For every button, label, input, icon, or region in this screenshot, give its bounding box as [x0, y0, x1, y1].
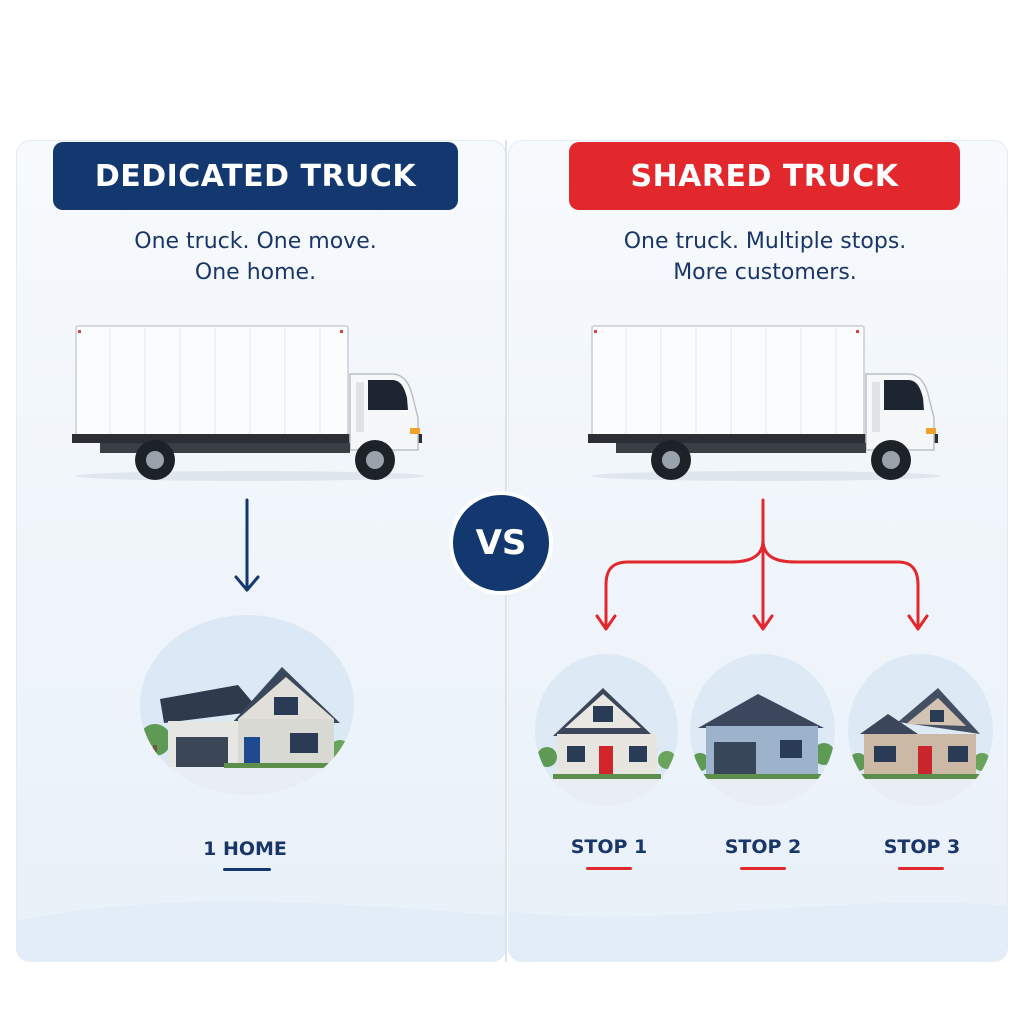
dedicated-subtitle: One truck. One move. One home. — [53, 226, 458, 288]
vs-badge: VS — [453, 495, 549, 591]
shared-panel — [508, 140, 1008, 962]
wave-decoration — [17, 901, 505, 961]
stop-3-underline — [898, 867, 944, 870]
stop-2-underline — [740, 867, 786, 870]
house-icon — [848, 654, 993, 806]
shared-truck-title: SHARED TRUCK — [569, 142, 960, 210]
stop-2-label: STOP 2 — [724, 836, 802, 858]
stop-1-label: STOP 1 — [570, 836, 648, 858]
stop-1-underline — [586, 867, 632, 870]
dedicated-subtitle-line2: One home. — [194, 260, 317, 285]
shared-subtitle-line2: More customers. — [673, 260, 857, 285]
house-icon — [535, 654, 678, 806]
dedicated-panel — [16, 140, 506, 962]
stop-3-label: STOP 3 — [883, 836, 961, 858]
shared-subtitle-line1: One truck. Multiple stops. — [623, 229, 907, 254]
dedicated-truck-title: DEDICATED TRUCK — [53, 142, 458, 210]
shared-subtitle: One truck. Multiple stops. More customer… — [540, 226, 990, 288]
wave-decoration — [509, 902, 1007, 961]
dedicated-subtitle-line1: One truck. One move. — [134, 229, 377, 254]
one-home-underline — [223, 868, 271, 871]
house-icon — [690, 654, 835, 806]
one-home-label: 1 HOME — [203, 838, 287, 860]
box-truck-icon — [588, 325, 941, 481]
box-truck-icon — [72, 325, 425, 481]
house-icon — [140, 615, 354, 795]
